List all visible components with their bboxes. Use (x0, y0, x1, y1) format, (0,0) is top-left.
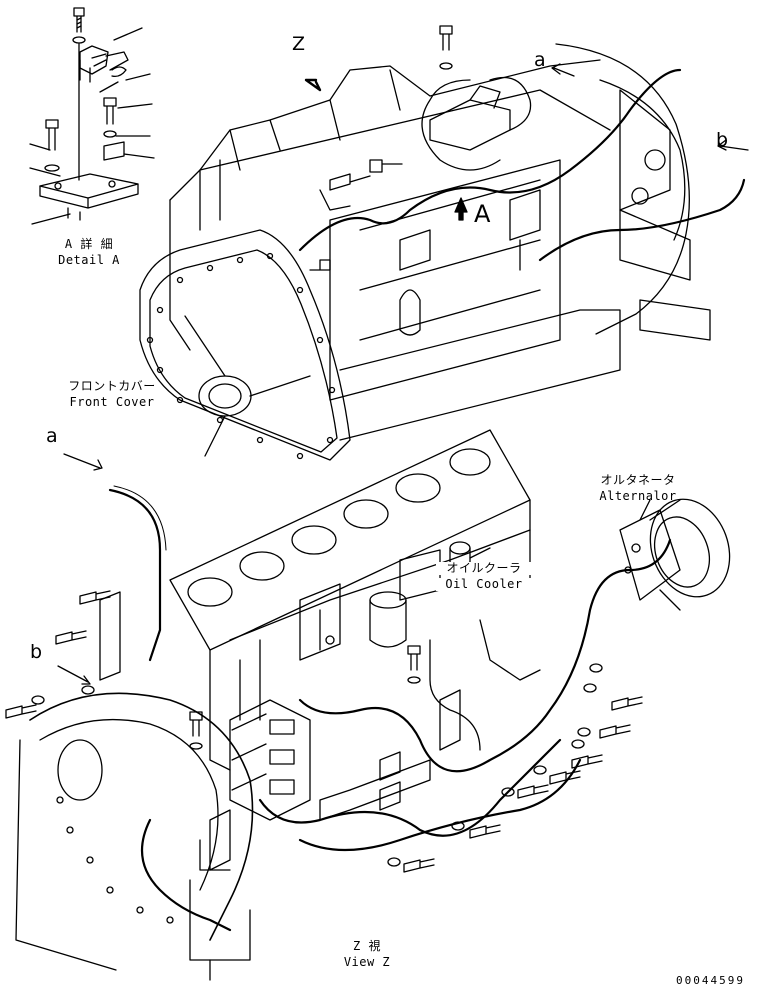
oil-cooler-label-jp: オイルクーラ (436, 562, 532, 575)
detail-a-assembly (29, 7, 155, 225)
alternator-label-en: Alternalor (599, 489, 677, 503)
oil-cooler-label-en: Oil Cooler (436, 578, 532, 591)
view-z-label-en: View Z (343, 955, 391, 969)
view-z-label-jp: Z 視 (353, 939, 381, 953)
marker-z: Z (292, 33, 306, 55)
drawing-number: 00044599 (676, 974, 745, 987)
marker-detail-a: A (474, 200, 491, 228)
front-cover-label-en: Front Cover (69, 395, 155, 409)
marker-b-upper: b (716, 129, 729, 151)
engine-bottom-block (5, 63, 749, 981)
engine-top-block (139, 25, 746, 461)
front-cover-label-jp: フロントカバー (68, 379, 156, 393)
alternator-label-jp: オルタネータ (600, 473, 676, 487)
detail-a-label-jp: A 詳 細 (64, 237, 114, 251)
marker-a-lower: a (46, 425, 59, 447)
marker-b-lower: b (30, 641, 43, 663)
marker-a-upper: a (534, 49, 547, 71)
detail-a-label-en: Detail A (58, 253, 120, 267)
